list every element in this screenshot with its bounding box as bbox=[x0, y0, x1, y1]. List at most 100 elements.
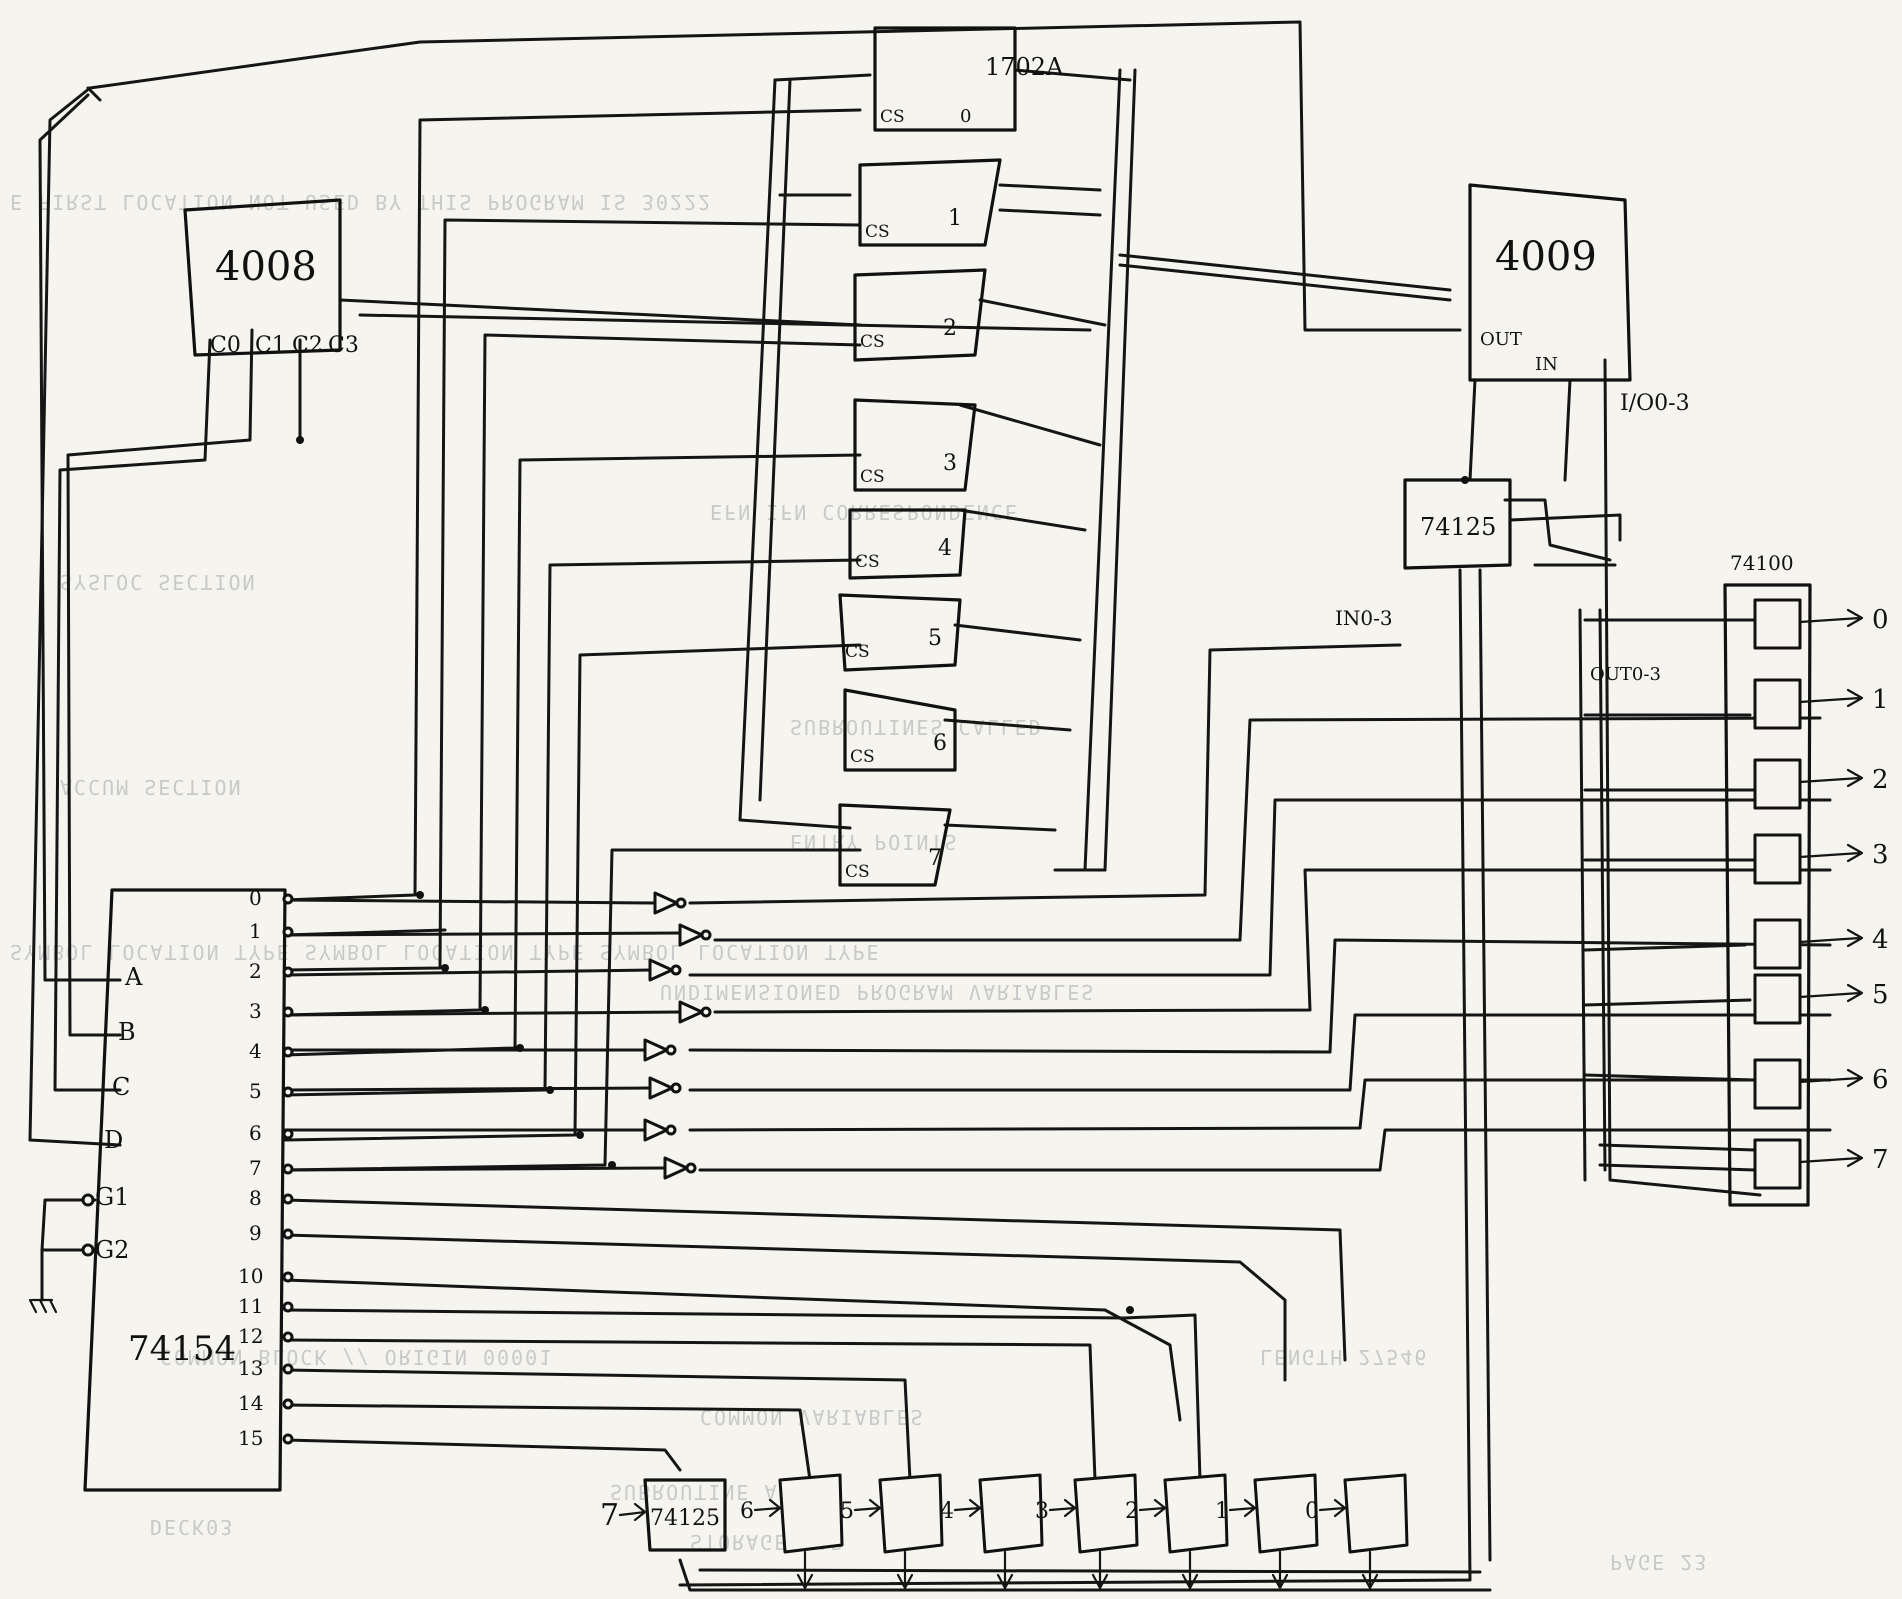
ghost-text-line: COMMON BLOCK // ORIGIN 00001 bbox=[160, 1345, 553, 1369]
pin-c3: C3 bbox=[328, 333, 359, 358]
junction-dot bbox=[481, 1006, 489, 1014]
decoder-output-pin: 0 bbox=[249, 886, 262, 910]
chip-1702a-label: 1702A bbox=[985, 53, 1064, 81]
rom-chip bbox=[843, 688, 957, 772]
pin-bubble bbox=[282, 893, 294, 905]
input-number: 5 bbox=[840, 1499, 854, 1524]
chip-4008 bbox=[183, 198, 342, 357]
pin-c1: C1 bbox=[255, 333, 286, 358]
inverter-gate bbox=[678, 1000, 704, 1024]
inverter-bubble bbox=[665, 1124, 677, 1136]
chip-74125-top bbox=[1403, 478, 1512, 570]
chip-4008-label: 4008 bbox=[215, 244, 317, 290]
pin-bubble bbox=[282, 926, 294, 938]
output-number: 4 bbox=[1872, 925, 1889, 955]
inverter-gate bbox=[648, 1076, 674, 1100]
bus-in-label: IN0-3 bbox=[1335, 606, 1393, 630]
decoder-input-pin: C bbox=[112, 1073, 130, 1101]
output-arrow bbox=[1798, 688, 1864, 708]
latch-gate bbox=[1753, 598, 1802, 650]
bus-io-label: I/O0-3 bbox=[1620, 391, 1690, 416]
input-buffer bbox=[1253, 1473, 1319, 1554]
pin-bubble bbox=[282, 966, 294, 978]
junction-dot bbox=[416, 891, 424, 899]
rom-chip bbox=[838, 593, 962, 672]
chip-74154 bbox=[83, 888, 287, 1492]
chip-74125-bottom-label: 74125 bbox=[650, 1506, 720, 1531]
input-arrow bbox=[1228, 1498, 1257, 1518]
latch-gate bbox=[1753, 1138, 1802, 1190]
decoder-output-pin: 2 bbox=[249, 959, 262, 983]
latch-gate bbox=[1753, 973, 1802, 1025]
ghost-text-line: SYMBOL LOCATION TYPE SYMBOL LOCATION TYP… bbox=[10, 940, 881, 964]
decoder-input-pin: G2 bbox=[95, 1236, 129, 1264]
decoder-output-pin: 9 bbox=[249, 1221, 262, 1245]
pin-bubble bbox=[282, 1128, 294, 1140]
inverter-bubble bbox=[700, 929, 712, 941]
input-arrow bbox=[618, 1502, 647, 1522]
rom-cs-label: CS bbox=[865, 222, 890, 242]
output-arrow bbox=[1798, 983, 1864, 1003]
output-number: 0 bbox=[1872, 605, 1889, 635]
input-buffer bbox=[778, 1473, 844, 1554]
decoder-output-pin: 7 bbox=[249, 1156, 262, 1180]
junction-dot bbox=[608, 1161, 616, 1169]
decoder-output-pin: 15 bbox=[238, 1426, 263, 1450]
junction-dot bbox=[1461, 476, 1469, 484]
buffer-down-arrow bbox=[1181, 1550, 1199, 1590]
pin-bubble bbox=[81, 1243, 95, 1257]
rom-cs-label: CS bbox=[880, 107, 905, 127]
background-printout: E FIRST LOCATION NOT USED BY THIS PROGRA… bbox=[10, 190, 1708, 1574]
inverter-gate bbox=[648, 958, 674, 982]
input-arrow bbox=[853, 1498, 882, 1518]
output-arrow bbox=[1798, 608, 1864, 628]
junction-dot bbox=[1126, 1306, 1134, 1314]
inverter-bubble bbox=[670, 964, 682, 976]
decoder-output-pin: 5 bbox=[249, 1079, 262, 1103]
decoder-input-pin: G1 bbox=[95, 1183, 129, 1211]
pin-bubble bbox=[282, 1228, 294, 1240]
ghost-text-line: ACCUM SECTION bbox=[60, 775, 243, 799]
ghost-text-line: DECK03 bbox=[150, 1515, 234, 1539]
decoder-output-pin: 13 bbox=[238, 1356, 263, 1380]
buffer-down-arrow bbox=[1361, 1550, 1379, 1590]
buffer-down-arrow bbox=[1091, 1550, 1109, 1590]
ghost-text-line: E FIRST LOCATION NOT USED BY THIS PROGRA… bbox=[10, 190, 712, 214]
chip-1702a bbox=[873, 26, 1017, 132]
decoder-output-pin: 8 bbox=[249, 1186, 262, 1210]
junction-dot bbox=[441, 964, 449, 972]
rom-cs-label: CS bbox=[860, 332, 885, 352]
inverter-bubble bbox=[700, 1006, 712, 1018]
inverter-gate bbox=[678, 923, 704, 947]
input-buffer bbox=[1073, 1473, 1139, 1554]
ghost-text-line: SUBROUTINES CALLED bbox=[790, 715, 1043, 739]
bus-out-label: OUT0-3 bbox=[1590, 664, 1661, 685]
rom-index-label: 6 bbox=[933, 731, 947, 756]
input-number: 4 bbox=[940, 1499, 954, 1524]
output-arrow bbox=[1798, 928, 1864, 948]
inverter-bubble bbox=[685, 1162, 697, 1174]
pin-bubble bbox=[282, 1006, 294, 1018]
input-number: 1 bbox=[1215, 1499, 1229, 1524]
input-number: 2 bbox=[1125, 1499, 1139, 1524]
inverter-bubble bbox=[670, 1082, 682, 1094]
input-buffer bbox=[978, 1473, 1044, 1554]
decoder-input-pin: A bbox=[124, 963, 143, 991]
pin-out-4009: OUT bbox=[1480, 329, 1522, 350]
output-arrow bbox=[1798, 1148, 1864, 1168]
decoder-output-pin: 10 bbox=[238, 1264, 263, 1288]
input-buffer bbox=[878, 1473, 944, 1554]
ghost-text-line: SYSLOC SECTION bbox=[60, 570, 257, 594]
pin-bubble bbox=[282, 1046, 294, 1058]
ghost-text-line: PAGE 23 bbox=[1610, 1550, 1708, 1574]
output-number: 7 bbox=[1872, 1145, 1889, 1175]
output-arrow bbox=[1798, 1068, 1864, 1088]
junction-dot bbox=[516, 1044, 524, 1052]
latch-gate bbox=[1753, 678, 1802, 730]
chip-74154-label: 74154 bbox=[128, 1329, 236, 1369]
latch-gate bbox=[1753, 1058, 1802, 1110]
chip-74125-bottom bbox=[643, 1478, 727, 1552]
rom-chip bbox=[848, 508, 967, 580]
input-arrow bbox=[753, 1498, 782, 1518]
